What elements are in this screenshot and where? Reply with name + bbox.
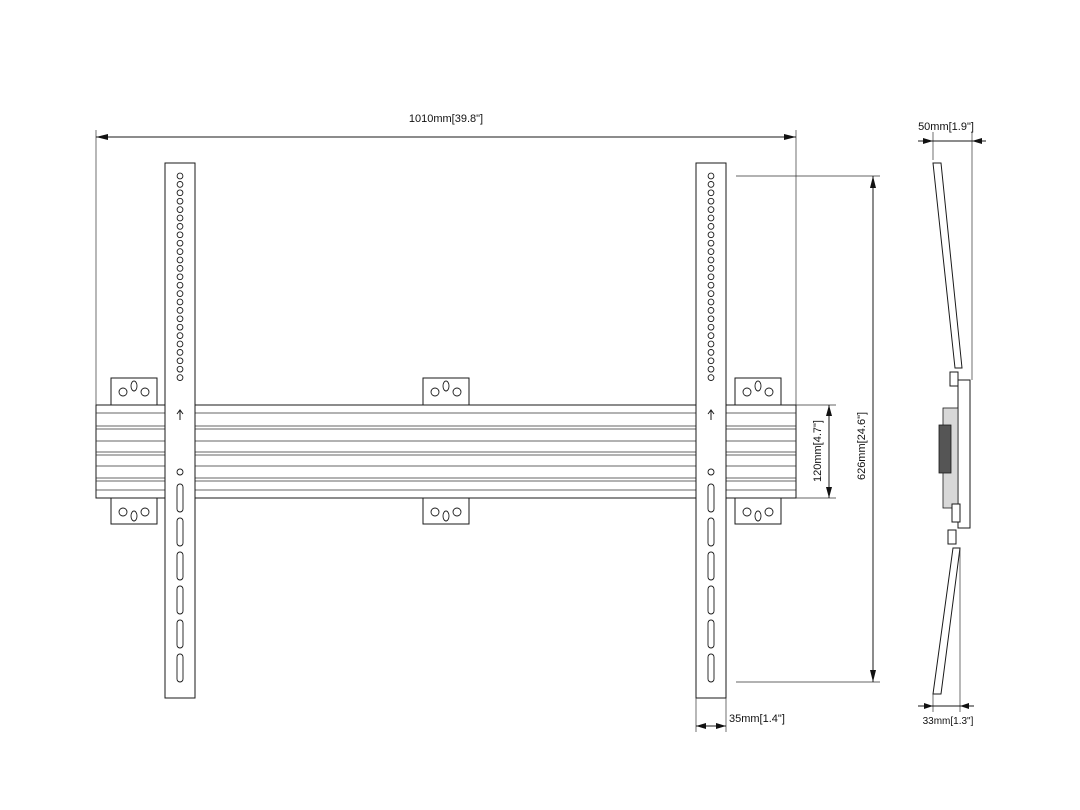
mounting-hole xyxy=(176,248,184,255)
mounting-hole xyxy=(176,256,184,264)
mounting-slot xyxy=(707,517,715,547)
dim-rail-height-label: 120mm[4.7"] xyxy=(812,420,824,482)
mounting-hole xyxy=(176,273,184,281)
mounting-hole xyxy=(707,181,715,188)
mounting-hole xyxy=(707,239,715,247)
mounting-hole xyxy=(707,265,715,272)
upright-right-slot-column xyxy=(707,483,715,683)
bracket-top-center xyxy=(422,377,470,409)
bracket-top-right xyxy=(734,377,782,409)
dim-overall-width: 1010mm[39.8"] xyxy=(95,113,797,405)
bracket-bottom-left xyxy=(110,495,158,525)
mounting-hole xyxy=(176,307,184,314)
mounting-hole xyxy=(707,223,715,230)
mounting-hole xyxy=(176,239,184,247)
upright-left-hole-column xyxy=(176,172,184,381)
mounting-hole xyxy=(176,323,184,331)
bracket-bottom-right xyxy=(734,495,782,525)
mounting-slot xyxy=(176,517,184,547)
arrow-up-icon xyxy=(707,409,715,420)
mounting-hole xyxy=(707,248,715,255)
mounting-hole xyxy=(707,298,715,306)
mounting-hole xyxy=(176,298,184,306)
mounting-hole xyxy=(176,340,184,348)
mounting-hole xyxy=(176,265,184,272)
mounting-hole xyxy=(707,315,715,323)
mounting-hole xyxy=(176,315,184,323)
dim-upright-width: 35mm[1.4"] xyxy=(695,698,785,732)
mounting-hole xyxy=(707,332,715,339)
mounting-slot xyxy=(176,551,184,581)
mounting-hole xyxy=(176,365,184,373)
upright-left-slot-column xyxy=(176,483,184,683)
front-view xyxy=(95,162,797,699)
mounting-slot xyxy=(176,653,184,683)
horizontal-rail xyxy=(95,404,797,499)
upright-right xyxy=(695,162,727,699)
mounting-slot xyxy=(176,619,184,649)
mounting-hole xyxy=(707,172,715,180)
mounting-hole xyxy=(707,214,715,222)
mounting-hole xyxy=(707,357,715,365)
mounting-hole xyxy=(707,256,715,264)
mounting-hole xyxy=(707,189,715,197)
mounting-hole xyxy=(176,206,184,213)
mounting-hole xyxy=(707,365,715,373)
mounting-hole xyxy=(707,374,715,381)
mounting-hole xyxy=(176,214,184,222)
mounting-hole xyxy=(707,197,715,205)
mounting-hole xyxy=(176,197,184,205)
mounting-hole xyxy=(707,206,715,213)
mounting-hole xyxy=(707,307,715,314)
mounting-hole xyxy=(176,172,184,180)
mounting-hole xyxy=(176,290,184,297)
dim-side-depth-label: 50mm[1.9"] xyxy=(918,121,974,133)
mounting-slot xyxy=(176,483,184,513)
mounting-hole xyxy=(707,281,715,289)
mounting-slot xyxy=(707,653,715,683)
mounting-hole xyxy=(176,181,184,188)
bracket-bottom-center xyxy=(422,495,470,525)
mounting-hole xyxy=(176,357,184,365)
dim-overall-height-label: 626mm[24.6"] xyxy=(856,412,868,480)
mounting-hole xyxy=(707,273,715,281)
mounting-hole xyxy=(176,189,184,197)
mounting-slot xyxy=(176,585,184,615)
mounting-slot xyxy=(707,551,715,581)
mounting-hole xyxy=(707,340,715,348)
mounting-hole xyxy=(707,290,715,297)
bracket-top-left xyxy=(110,377,158,409)
mounting-hole xyxy=(176,332,184,339)
arrow-up-icon xyxy=(176,409,184,420)
dim-upright-width-label: 35mm[1.4"] xyxy=(729,713,785,725)
upright-right-hole-column xyxy=(707,172,715,381)
mounting-hole xyxy=(176,374,184,381)
mounting-hole xyxy=(176,231,184,239)
upright-left xyxy=(164,162,196,699)
mounting-slot xyxy=(707,619,715,649)
mounting-hole xyxy=(176,223,184,230)
mounting-hole xyxy=(707,231,715,239)
side-view: 50mm[1.9"] 33mm[1.3"] xyxy=(918,121,986,727)
dim-overall-height: 626mm[24.6"] xyxy=(736,175,880,683)
mounting-hole xyxy=(707,323,715,331)
mounting-slot xyxy=(707,483,715,513)
dim-rail-height: 120mm[4.7"] xyxy=(796,404,836,499)
mounting-slot xyxy=(707,585,715,615)
mounting-hole xyxy=(707,349,715,356)
mounting-hole xyxy=(176,281,184,289)
mounting-hole xyxy=(176,349,184,356)
dim-overall-width-label: 1010mm[39.8"] xyxy=(409,113,483,125)
dim-side-bottom-depth-label: 33mm[1.3"] xyxy=(923,716,974,727)
